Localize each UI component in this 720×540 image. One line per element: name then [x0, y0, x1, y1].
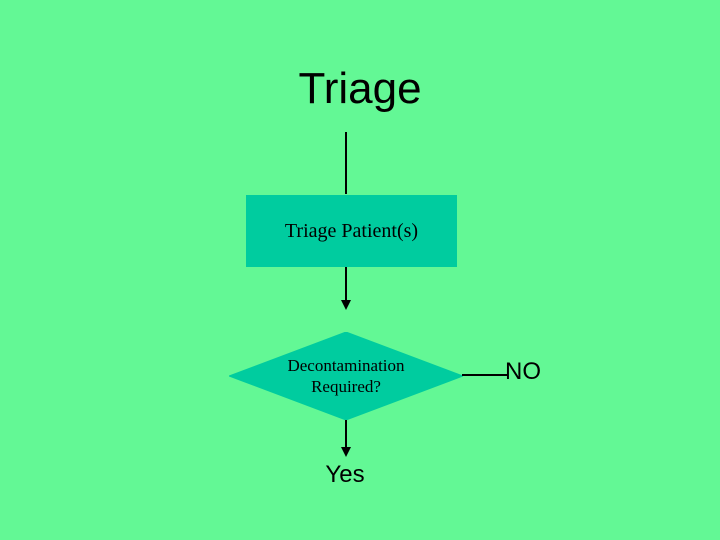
page-title: Triage — [298, 64, 422, 113]
arrow-process-to-decision — [341, 267, 351, 310]
connector-decision-to-no — [462, 374, 507, 376]
arrow-head — [341, 300, 351, 310]
process-node-label: Triage Patient(s) — [284, 220, 419, 242]
arrow-decision-to-yes — [341, 420, 351, 458]
branch-label-yes: Yes — [325, 461, 365, 488]
arrow-head — [341, 447, 351, 457]
diamond-shape-icon — [229, 332, 463, 420]
decision-label-line1: Decontamination — [287, 356, 405, 375]
arrow-shaft — [345, 420, 347, 450]
decision-node-label: Decontamination Required? — [229, 332, 463, 420]
branch-label-no: NO — [505, 358, 541, 385]
decision-node-decontamination-required: Decontamination Required? — [229, 332, 463, 420]
arrow-shaft — [345, 267, 347, 303]
process-node-triage-patients: Triage Patient(s) — [246, 195, 457, 267]
connector-title-to-process — [345, 132, 347, 194]
decision-label-line2: Required? — [311, 377, 381, 396]
